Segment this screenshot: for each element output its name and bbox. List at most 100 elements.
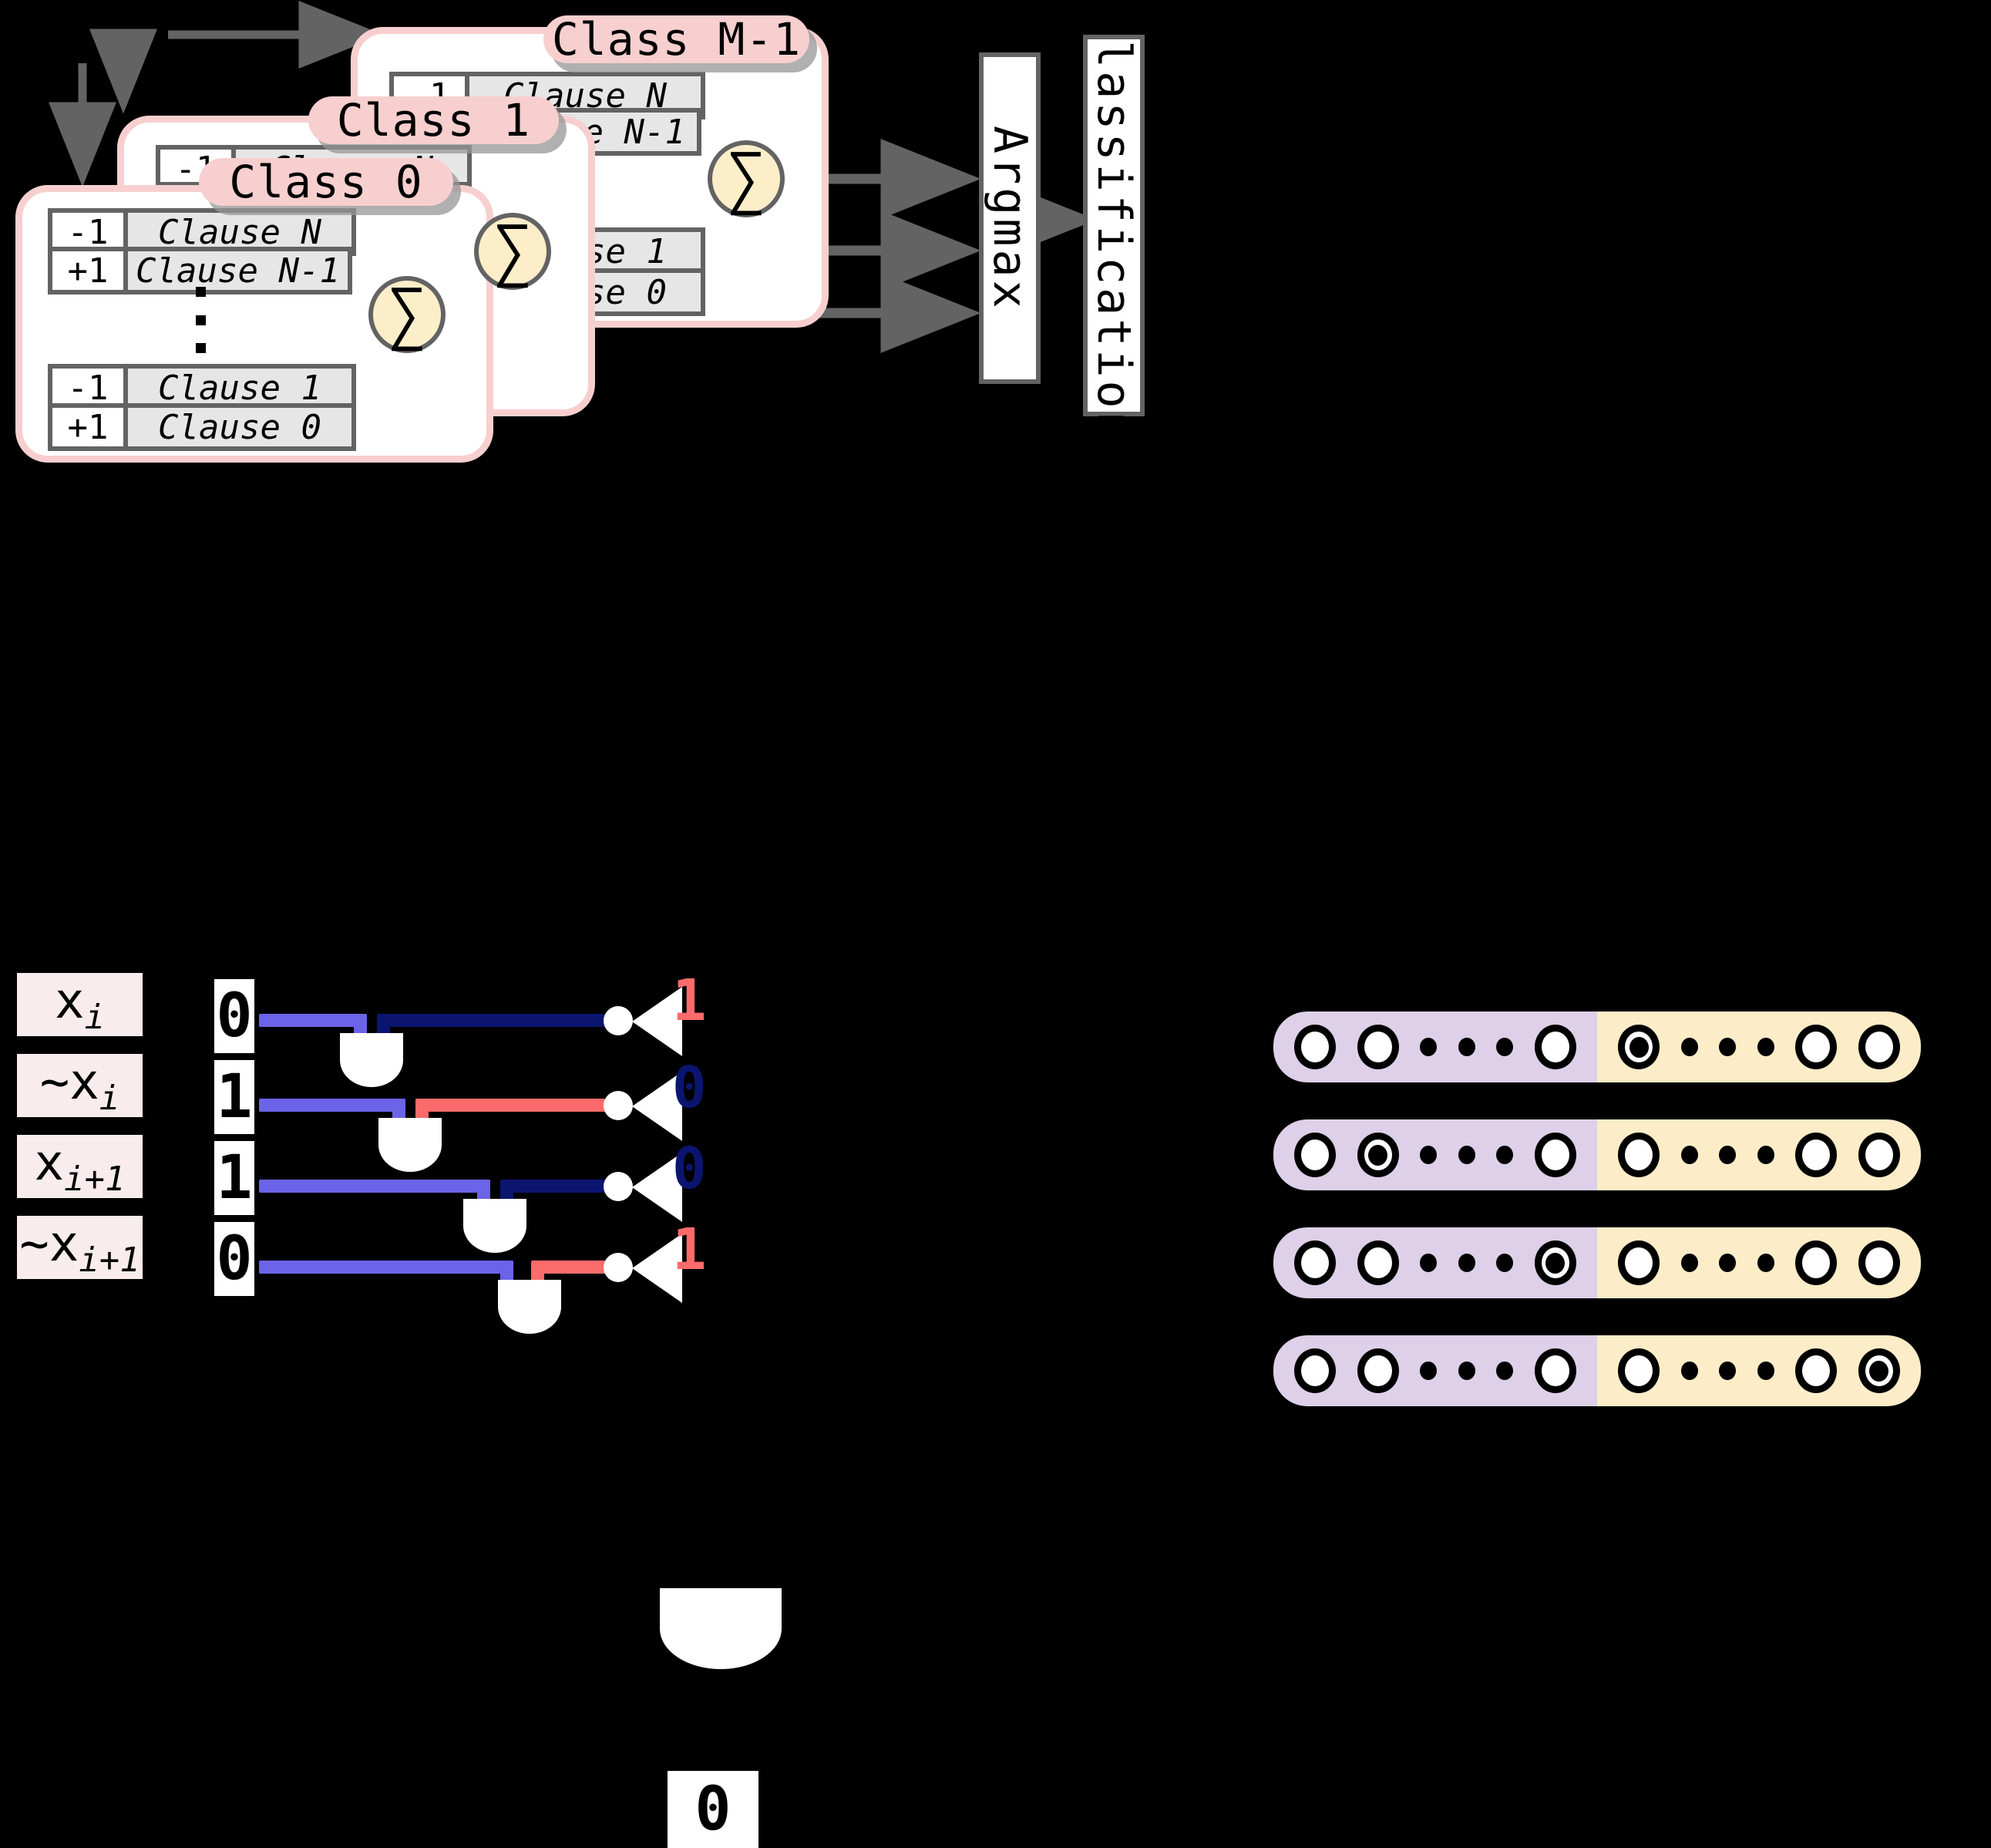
ta-state-icon (1858, 1025, 1900, 1069)
ta-team-row-1[interactable] (1273, 1119, 1921, 1190)
clause-name: Clause N-1 (136, 251, 340, 291)
ta-ellipsis-dot (1757, 1038, 1774, 1056)
ta-ellipsis-dot (1680, 1038, 1698, 1056)
ta-ellipsis-dot (1719, 1362, 1737, 1380)
clause-sign: +1 (52, 251, 128, 291)
clause-row-c0-0: +1 Clause 0 (48, 403, 356, 451)
output-bubble-row3 (604, 1253, 633, 1282)
ta-team-row-3[interactable] (1273, 1335, 1921, 1406)
clause-sign: -1 (52, 213, 128, 252)
wire-row1-blue (259, 1099, 405, 1112)
ta-include-half-3[interactable] (1273, 1335, 1597, 1406)
buffer-triangle-row3 (632, 1234, 682, 1303)
output-bubble-row1 (604, 1091, 633, 1120)
ta-state-icon (1534, 1025, 1576, 1069)
and-gate-row3 (498, 1280, 561, 1334)
literal-text-1: ~xi (39, 1053, 120, 1118)
ta-state-icon (1795, 1025, 1838, 1069)
literal-box-1: ~xi (17, 1054, 143, 1117)
ta-ellipsis-dot (1420, 1038, 1438, 1056)
ta-include-half-0[interactable] (1273, 1012, 1597, 1082)
ta-ellipsis-dot (1757, 1254, 1774, 1272)
input-bit-box-3: 0 (214, 1222, 254, 1296)
ta-state-icon-active (1357, 1133, 1399, 1177)
ta-exclude-half-3[interactable] (1597, 1335, 1921, 1406)
ta-ellipsis-dot (1680, 1146, 1698, 1164)
ta-ellipsis-dot (1719, 1146, 1737, 1164)
and-gate-row2 (463, 1199, 526, 1253)
output-value-row3: 1 (672, 1217, 707, 1283)
wire-row3-blue (259, 1261, 513, 1274)
buffer-triangle-row0 (632, 987, 682, 1056)
literal-box-0: xi (17, 973, 143, 1036)
class-pill-0: Class 0 (199, 156, 453, 208)
class-pill-1: Class 1 (308, 94, 559, 146)
ta-ellipsis-dot (1458, 1362, 1475, 1380)
clause-sign: -1 (52, 369, 128, 408)
ta-ellipsis-dot (1757, 1362, 1774, 1380)
ta-ellipsis-dot (1458, 1146, 1475, 1164)
clause-sign: +1 (52, 408, 128, 447)
ta-ellipsis-dot (1719, 1254, 1737, 1272)
classification-box[interactable]: Classification (1083, 9, 1145, 442)
ta-state-icon (1534, 1348, 1576, 1393)
ta-exclude-half-1[interactable] (1597, 1119, 1921, 1190)
argmax-box[interactable]: Argmax (979, 52, 1041, 384)
clause-name: Clause 0 (158, 407, 321, 447)
ta-ellipsis-dot (1496, 1362, 1514, 1380)
sum-node-0: ∑ (368, 276, 446, 353)
literal-text-2: xi+1 (34, 1134, 126, 1199)
ta-ellipsis-dot (1757, 1146, 1774, 1164)
ta-ellipsis-dot (1680, 1362, 1698, 1380)
ta-ellipsis-dot (1458, 1038, 1475, 1056)
sum-node-1: ∑ (474, 213, 551, 290)
wire-row0-blue (259, 1014, 367, 1027)
ta-ellipsis-dot (1420, 1362, 1438, 1380)
ta-exclude-half-0[interactable] (1597, 1012, 1921, 1082)
ta-state-icon (1618, 1240, 1660, 1285)
output-value-row0: 1 (672, 968, 707, 1034)
ta-state-icon-active (1858, 1348, 1900, 1393)
ta-state-icon (1294, 1348, 1337, 1393)
clause-name: Clause 1 (158, 368, 321, 408)
literal-box-3: ~xi+1 (17, 1216, 143, 1279)
and-gate-row0 (340, 1033, 403, 1087)
literal-text-0: xi (54, 972, 106, 1037)
sum-node-m1: ∑ (708, 140, 785, 217)
output-bubble-row0 (604, 1006, 633, 1035)
ta-state-icon-active (1534, 1240, 1576, 1285)
ta-state-icon (1618, 1133, 1660, 1177)
final-output-box: 0 (668, 1771, 758, 1848)
class-pill-m1: Class M-1 (543, 13, 809, 66)
clause-name: Clause N (158, 212, 321, 252)
ta-state-icon (1795, 1133, 1838, 1177)
ta-state-icon (1858, 1133, 1900, 1177)
literal-box-2: xi+1 (17, 1135, 143, 1198)
wire-row1-red (415, 1099, 608, 1112)
ta-state-icon (1618, 1348, 1660, 1393)
ta-ellipsis-dot (1496, 1146, 1514, 1164)
wire-row2-blue (259, 1180, 490, 1193)
ta-team-row-2[interactable] (1273, 1227, 1921, 1298)
ta-state-icon (1858, 1240, 1900, 1285)
ta-ellipsis-dot (1680, 1254, 1698, 1272)
ta-include-half-2[interactable] (1273, 1227, 1597, 1298)
input-bit-box-1: 1 (214, 1060, 254, 1134)
ta-state-icon (1294, 1240, 1337, 1285)
buffer-triangle-row1 (632, 1072, 682, 1141)
wire-row3-red (531, 1261, 608, 1274)
ta-state-icon (1795, 1348, 1838, 1393)
output-value-row2: 0 (672, 1136, 707, 1202)
input-bit-box-0: 0 (214, 979, 254, 1053)
ta-state-icon (1357, 1240, 1399, 1285)
ta-state-icon (1357, 1025, 1399, 1069)
ta-state-icon (1357, 1348, 1399, 1393)
ta-include-half-1[interactable] (1273, 1119, 1597, 1190)
input-bit-box-2: 1 (214, 1141, 254, 1215)
ta-exclude-half-2[interactable] (1597, 1227, 1921, 1298)
clause-row-c0-N1: +1 Clause N-1 (48, 247, 352, 295)
wire-row2-dark (500, 1180, 608, 1193)
ta-state-icon (1294, 1133, 1337, 1177)
output-value-row1: 0 (672, 1055, 707, 1121)
ta-team-row-0[interactable] (1273, 1012, 1921, 1082)
